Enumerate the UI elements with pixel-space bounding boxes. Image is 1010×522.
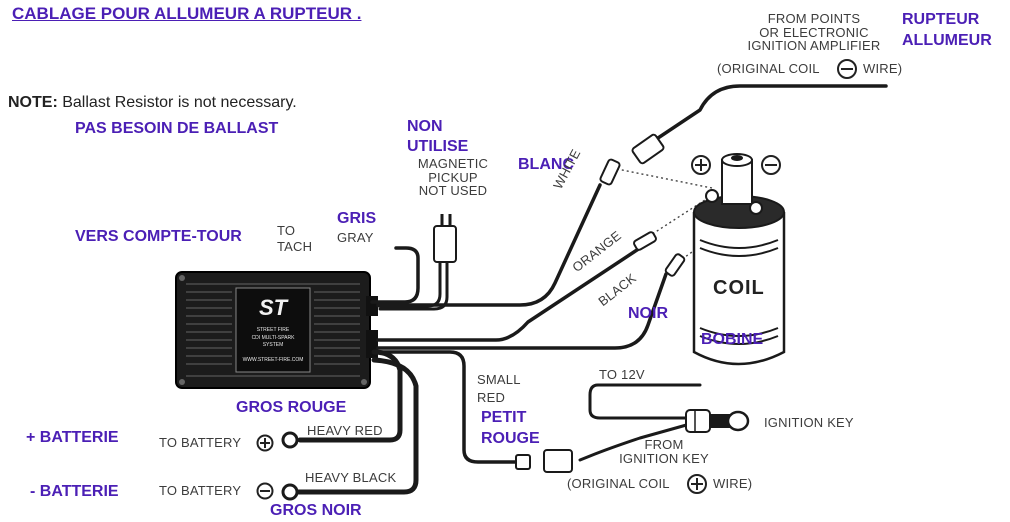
coil-terminal-positive <box>705 189 719 203</box>
label-blanc: BLANC <box>518 156 574 173</box>
label-gros-rouge: GROS ROUGE <box>236 399 347 416</box>
label-utilise: UTILISE <box>407 138 469 155</box>
connector-from-points <box>631 133 665 165</box>
module-brand-line-2: CDI MULTI-SPARK <box>251 335 295 341</box>
label-from-ign-3a: (ORIGINAL COIL <box>567 476 670 491</box>
label-heavy-red: HEAVY RED <box>307 423 383 438</box>
label-to-battery-neg: TO BATTERY <box>159 483 242 498</box>
wire-black <box>376 272 668 350</box>
label-gray: GRAY <box>337 230 374 245</box>
note-text: Ballast Resistor is not necessary. <box>62 94 297 111</box>
ignition-module <box>175 271 378 389</box>
ring-terminal-positive <box>281 431 299 449</box>
wire-heavy-black <box>295 357 419 495</box>
label-to: TO <box>277 223 296 238</box>
connector-white <box>599 158 621 186</box>
wire-heavy-red <box>297 349 403 443</box>
label-to-12v: TO 12V <box>599 367 645 382</box>
wire-gray-tach <box>370 246 420 304</box>
wire-small-red <box>376 350 522 464</box>
label-gros-noir: GROS NOIR <box>270 502 362 519</box>
label-heavy-black: HEAVY BLACK <box>305 470 397 485</box>
from-points-minus-symbol <box>837 59 857 79</box>
wires <box>295 84 888 495</box>
connector-magnetic-pickup <box>433 225 457 263</box>
label-red: RED <box>477 390 506 405</box>
wire-from-ign-key <box>578 422 692 462</box>
ring-terminal-negative <box>281 483 299 501</box>
label-non: NON <box>407 118 443 135</box>
label-pas-besoin: PAS BESOIN DE BALLAST <box>75 120 279 137</box>
label-from-ign: FROM IGNITION KEY <box>604 438 724 465</box>
label-pickup: PICKUP <box>428 169 478 185</box>
connector-ign-key <box>543 449 573 473</box>
label-bobine: BOBINE <box>701 331 764 348</box>
label-to-battery-pos: TO BATTERY <box>159 435 242 450</box>
battery-neg-symbol <box>256 482 274 500</box>
note: NOTE: Ballast Resistor is not necessary. <box>8 94 297 112</box>
label-from-points-1: FROM POINTS <box>767 11 861 26</box>
label-vers-compte-tour: VERS COMPTE-TOUR <box>75 228 242 245</box>
wire-magnetic-pickup <box>376 260 442 308</box>
label-from-ign-2: IGNITION KEY <box>619 450 709 466</box>
connectors <box>433 133 686 473</box>
label-moins-batterie: - BATTERIE <box>30 483 119 500</box>
page-title: CABLAGE POUR ALLUMEUR A RUPTEUR . <box>12 4 362 23</box>
wire-white <box>376 183 602 307</box>
wire-to-12v <box>588 383 702 420</box>
battery-pos-symbol <box>256 434 274 452</box>
coil-terminal-negative <box>749 201 763 215</box>
note-prefix: NOTE: <box>8 94 58 111</box>
label-magnetic-pickup: MAGNETIC PICKUP NOT USED <box>408 157 498 198</box>
label-small: SMALL <box>477 372 521 387</box>
label-from-points-2: OR ELECTRONIC <box>759 24 869 40</box>
label-ignition-key: IGNITION KEY <box>764 415 854 430</box>
label-from-points-4a: (ORIGINAL COIL <box>717 61 820 76</box>
label-petit: PETIT <box>481 409 527 426</box>
label-plus-batterie: + BATTERIE <box>26 429 119 446</box>
wire-orange <box>376 246 642 342</box>
module-logo: ST <box>258 295 288 320</box>
from-ign-plus-symbol <box>687 474 707 494</box>
coil-plus-symbol <box>691 155 711 175</box>
label-tach: TACH <box>277 239 313 254</box>
connector-orange <box>633 231 657 251</box>
label-from-points-3: IGNITION AMPLIFIER <box>747 38 881 54</box>
module-brand-line-1: STREET FIRE <box>256 327 290 333</box>
label-rupteur: RUPTEUR <box>902 11 980 28</box>
label-not-used: NOT USED <box>418 183 488 199</box>
label-from-points: FROM POINTS OR ELECTRONIC IGNITION AMPLI… <box>724 12 904 53</box>
label-from-points-4b: WIRE) <box>863 61 903 76</box>
wire-from-points <box>638 84 888 152</box>
label-magnetic: MAGNETIC <box>417 156 489 171</box>
label-noir: NOIR <box>628 305 668 322</box>
label-allumeur: ALLUMEUR <box>902 32 992 49</box>
label-gris: GRIS <box>337 210 377 227</box>
module-brand-line-4: WWW.STREET-FIRE.COM <box>242 357 304 363</box>
connector-small-red <box>515 454 531 470</box>
ring-terminals <box>281 431 299 501</box>
module-brand-line-3: SYSTEM <box>262 342 284 348</box>
label-from-ign-1: FROM <box>644 437 684 452</box>
ignition-key-switch <box>685 409 750 433</box>
label-from-ign-3b: WIRE) <box>713 476 753 491</box>
label-rouge: ROUGE <box>481 430 540 447</box>
module-cooling-fins <box>186 283 360 377</box>
connector-black <box>664 253 686 277</box>
label-coil: COIL <box>713 277 765 299</box>
coil-minus-symbol <box>761 155 781 175</box>
ignition-coil <box>692 153 786 366</box>
